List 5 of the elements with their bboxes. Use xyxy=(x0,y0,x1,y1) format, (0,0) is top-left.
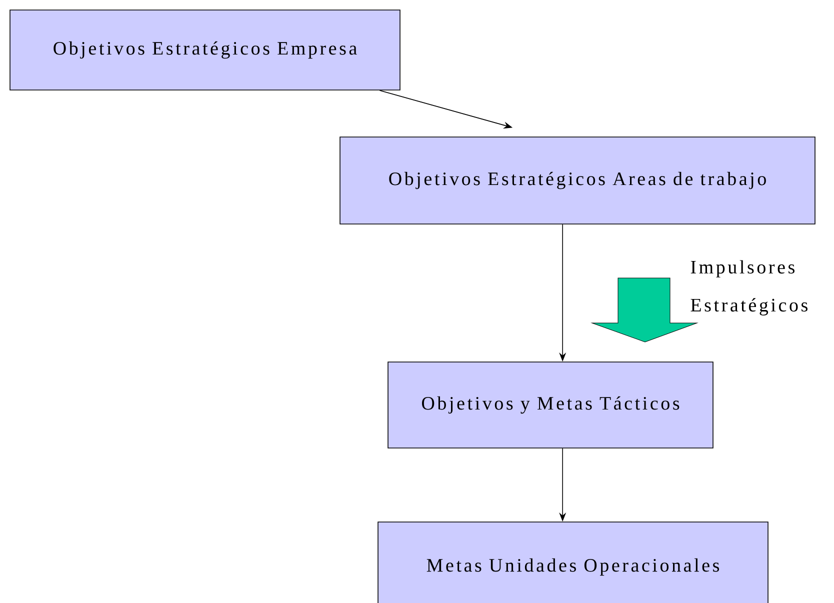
arrow-caption: Impulsores Estratégicos xyxy=(690,260,808,316)
process-box: Objetivos Estratégicos Areas de trabajo xyxy=(340,136,816,224)
process-box: Objetivos y Metas Tácticos xyxy=(388,362,714,448)
process-box: Objetivos Estratégicos Empresa xyxy=(10,10,400,90)
process-box: Metas Unidades Operacionales xyxy=(378,522,768,603)
